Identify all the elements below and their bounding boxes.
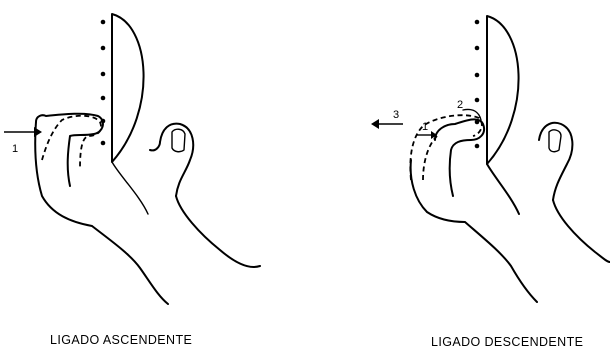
label-3: 3	[393, 109, 399, 121]
arrow-3-head	[371, 119, 379, 129]
figure-ligado-descendente: 3 1 2 LIGADO DESCENDENTE	[305, 0, 610, 358]
hand-diagram-descending: 3 1 2	[305, 0, 610, 330]
arrow-1-head	[34, 127, 42, 137]
neck-outline	[112, 14, 144, 162]
hand-diagram-ascending: 1	[0, 0, 305, 330]
thumbnail	[549, 130, 561, 152]
hand-outline	[411, 119, 610, 302]
finger-dashed-position	[42, 116, 101, 168]
label-1: 1	[12, 143, 18, 155]
label-1: 1	[422, 121, 428, 133]
neck-outline	[487, 16, 519, 164]
hand-outline	[35, 114, 260, 304]
figure-ligado-ascendente: 1 LIGADO ASCENDENTE	[0, 0, 305, 358]
caption-ascendente: LIGADO ASCENDENTE	[50, 333, 192, 347]
thumbnail	[172, 129, 185, 152]
palm-crease	[112, 162, 148, 214]
fret-dots	[475, 20, 480, 149]
caption-descendente: LIGADO DESCENDENTE	[431, 335, 583, 349]
finger-dashed-position-inner	[423, 136, 437, 180]
label-2: 2	[457, 99, 463, 111]
thumb	[539, 123, 572, 200]
thumb	[160, 124, 193, 196]
